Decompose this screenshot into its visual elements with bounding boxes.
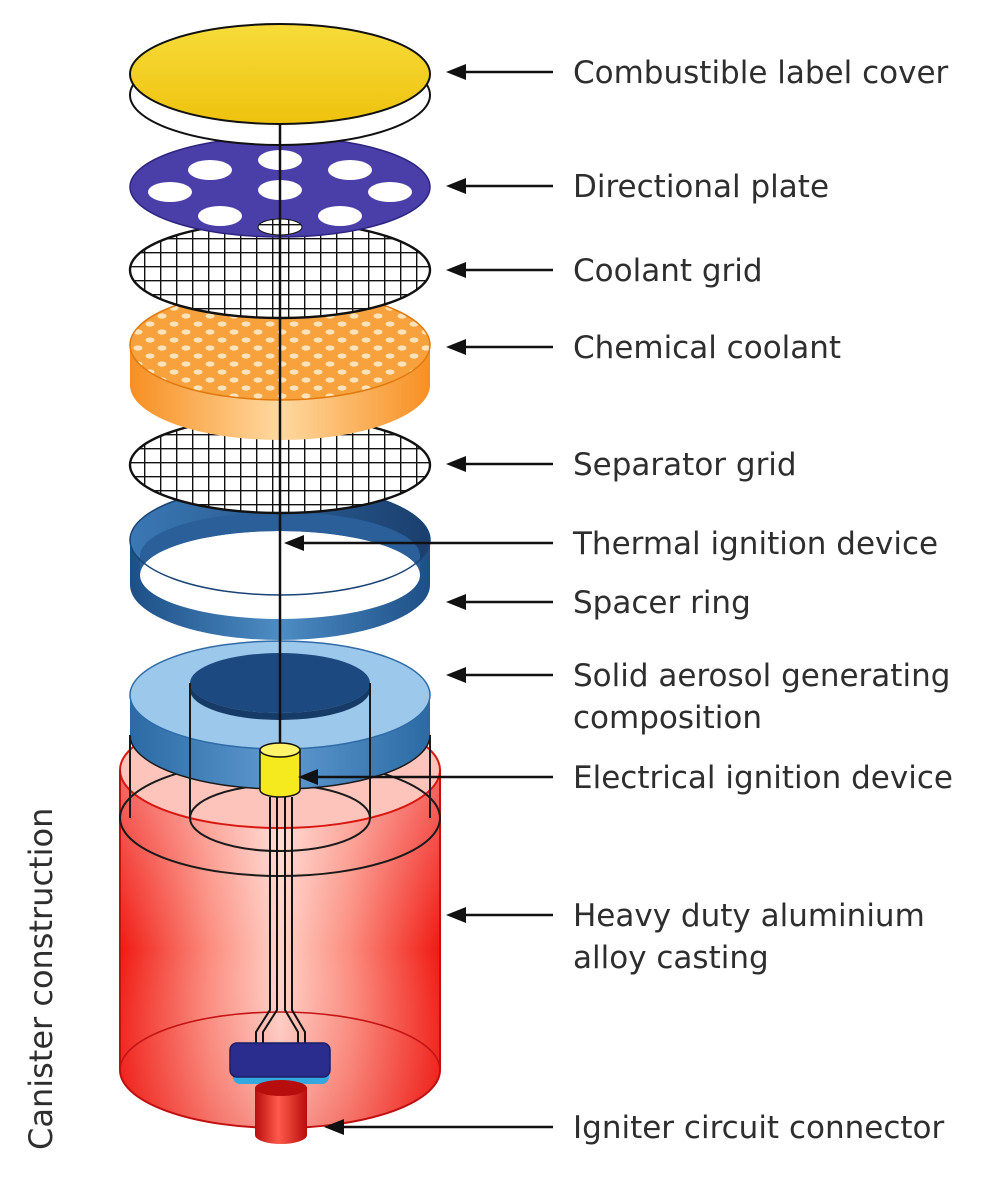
label-coolant-grid: Coolant grid (573, 253, 763, 289)
arrow-chemical-coolant (446, 339, 553, 355)
label-separator-grid: Separator grid (573, 447, 797, 483)
label-combustible-label-cover: Combustible label cover (573, 55, 949, 91)
arrow-igniter-circuit-connector (324, 1119, 553, 1135)
arrow-electrical-ignition-device (298, 769, 553, 785)
side-title: Canister construction (22, 808, 60, 1150)
arrow-thermal-ignition-device (284, 535, 553, 551)
label-solid-aerosol-line2: composition (573, 700, 762, 736)
label-thermal-ignition-device: Thermal ignition device (572, 526, 938, 562)
label-aluminium-casting-line2: alloy casting (573, 940, 769, 976)
arrow-spacer-ring (446, 594, 553, 610)
arrow-coolant-grid (446, 262, 553, 278)
arrow-directional-plate (446, 178, 553, 194)
arrow-aluminium-casting (446, 907, 553, 923)
combustible-label-cover (129, 23, 431, 146)
leader-arrows (284, 64, 553, 1135)
label-igniter-circuit-connector: Igniter circuit connector (573, 1110, 944, 1146)
label-directional-plate: Directional plate (573, 169, 829, 205)
arrow-combustible-label-cover (446, 64, 553, 80)
electrical-ignition-device (259, 742, 301, 798)
component-labels: Combustible label cover Directional plat… (572, 55, 953, 1146)
arrow-separator-grid (446, 456, 553, 472)
igniter-circuit-connector (229, 1042, 331, 1144)
label-solid-aerosol-line1: Solid aerosol generating (573, 658, 950, 694)
label-spacer-ring: Spacer ring (573, 585, 751, 621)
label-aluminium-casting-line1: Heavy duty aluminium (573, 898, 925, 934)
arrow-solid-aerosol-composition (446, 667, 553, 683)
label-chemical-coolant: Chemical coolant (573, 330, 841, 366)
label-electrical-ignition-device: Electrical ignition device (573, 760, 953, 796)
